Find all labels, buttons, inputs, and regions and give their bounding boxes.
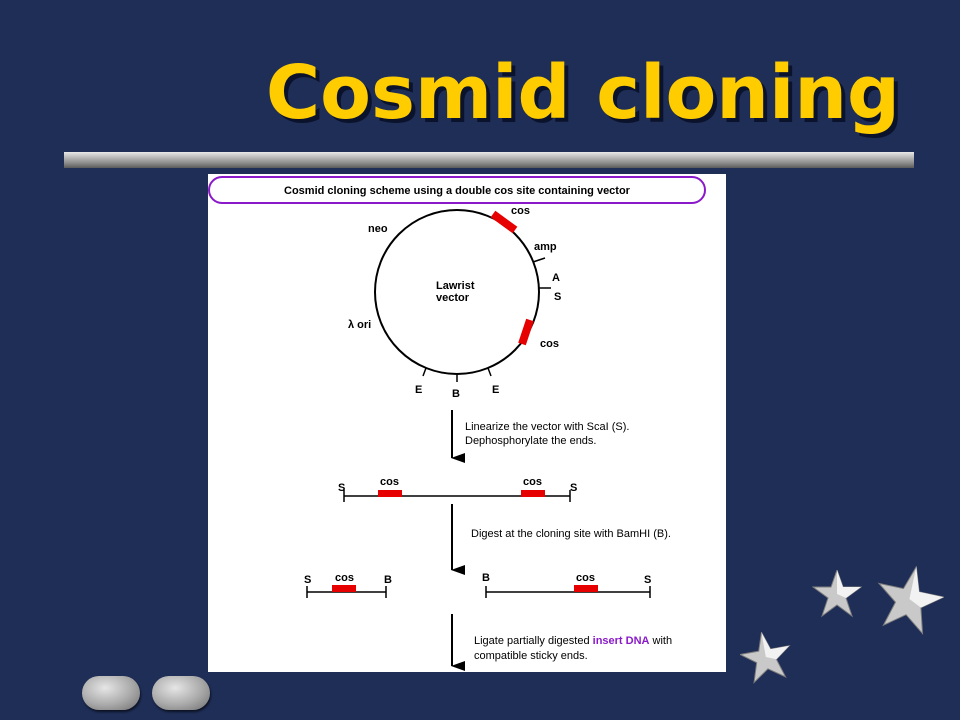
label-cos-top: cos: [511, 205, 530, 217]
fragment-left-label-cos: cos: [335, 572, 354, 584]
cosmid-diagram: Cosmid cloning scheme using a double cos…: [208, 174, 726, 672]
linear-label-S-left: S: [338, 482, 345, 494]
step2-text: Digest at the cloning site with BamHI (B…: [471, 528, 671, 540]
diagram-svg: Cosmid cloning scheme using a double cos…: [208, 176, 706, 671]
next-slide-button[interactable]: [152, 676, 210, 710]
slide-title: Cosmid cloning: [265, 50, 900, 136]
label-E-right: E: [492, 384, 499, 396]
cos-site-top: [490, 210, 518, 234]
label-A: A: [552, 272, 560, 284]
label-lambda-ori: λ ori: [348, 319, 371, 331]
linear-cos-left: [378, 490, 402, 497]
step1-line2: Dephosphorylate the ends.: [465, 435, 596, 447]
label-neo: neo: [368, 223, 388, 235]
cos-site-bottom: [518, 318, 534, 346]
diagram-header: Cosmid cloning scheme using a double cos…: [284, 185, 631, 197]
linear-label-cos-right: cos: [523, 476, 542, 488]
step3-line1: Ligate partially digested insert DNA wit…: [474, 635, 672, 647]
vector-name-line1: Lawrist: [436, 280, 475, 292]
star-icon: [812, 570, 862, 618]
tick-A: [532, 257, 546, 263]
fragment-right-cos: [574, 585, 598, 592]
fragment-left-cos: [332, 585, 356, 592]
fragment-left-label-S: S: [304, 574, 311, 586]
header-box: [208, 176, 706, 204]
step1-line1: Linearize the vector with ScaI (S).: [465, 421, 629, 433]
fragment-right-label-B: B: [482, 572, 490, 584]
linear-cos-right: [521, 490, 545, 497]
prev-slide-button[interactable]: [82, 676, 140, 710]
label-B: B: [452, 388, 460, 400]
label-E-left: E: [415, 384, 422, 396]
label-cos-bottom: cos: [540, 338, 559, 350]
title-divider: [64, 152, 914, 168]
fragment-left-label-B: B: [384, 574, 392, 586]
tick-E-left: [422, 367, 427, 377]
label-amp: amp: [534, 241, 557, 253]
fragment-right-label-S: S: [644, 574, 651, 586]
label-S: S: [554, 291, 561, 303]
linear-label-S-right: S: [570, 482, 577, 494]
vector-name-line2: vector: [436, 292, 470, 304]
star-icon-small: [740, 632, 791, 684]
tick-E-right: [487, 367, 492, 377]
step3-line2: compatible sticky ends.: [474, 650, 588, 662]
linear-label-cos-left: cos: [380, 476, 399, 488]
star-icon-large: [877, 566, 944, 635]
fragment-right-label-cos: cos: [576, 572, 595, 584]
